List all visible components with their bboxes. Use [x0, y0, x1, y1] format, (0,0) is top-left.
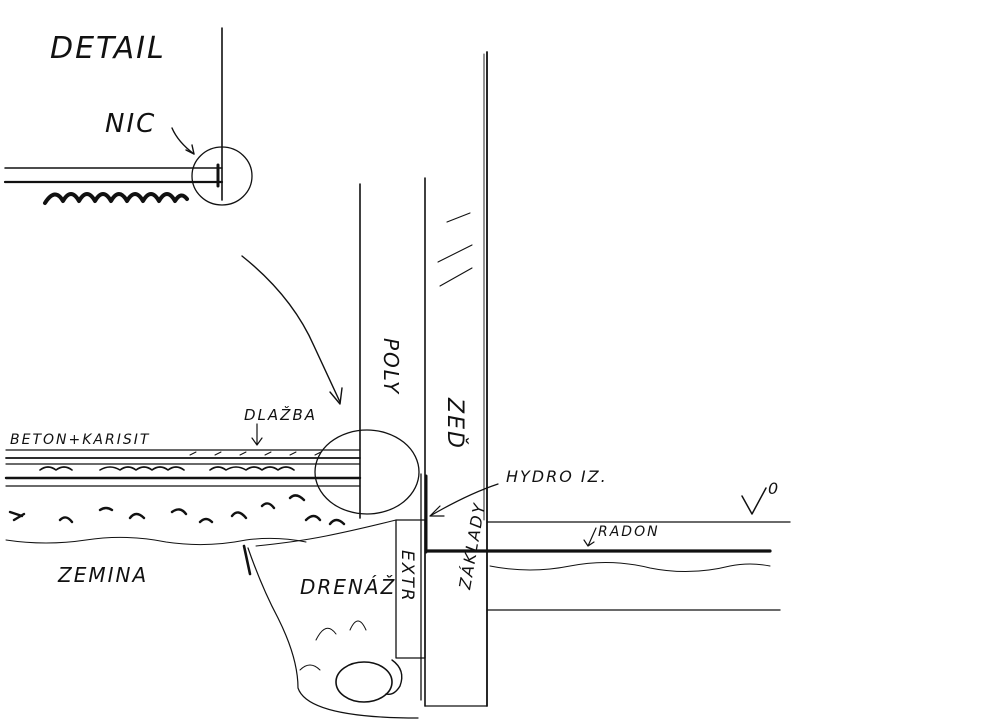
label-drenaz: DRENÁŽ [300, 575, 396, 599]
label-beton: BETON+KARISIT [10, 432, 150, 448]
label-poly: POLY [379, 338, 403, 395]
wall-section: POLY ZEĎ EXTR ZÁKLADY [359, 51, 489, 707]
gravel-marks [8, 494, 346, 526]
extr-insulation-box [395, 519, 426, 659]
wall-hatch [439, 267, 473, 287]
label-hydroiz: HYDRO IZ. [506, 467, 608, 486]
drainage-trench: DRENÁŽ [242, 519, 419, 719]
label-zaklady: ZÁKLADY [455, 500, 489, 591]
detail-inset: DETAIL NIC [3, 27, 253, 206]
dlazba-arrow [251, 423, 263, 446]
wall-hatch [446, 212, 471, 223]
dlazba-ticks [189, 451, 322, 456]
soil-line [5, 536, 307, 546]
hydro-arrow [429, 483, 499, 517]
label-v-sup: 0 [768, 479, 780, 498]
inset-hatch [43, 192, 189, 205]
radon-arrow [583, 527, 597, 547]
level-mark [741, 487, 767, 515]
inset-detail-circle [191, 146, 253, 206]
trench-top [255, 519, 397, 547]
joint-detail-circle [314, 429, 420, 515]
label-dlazba: DLAŽBA [244, 405, 317, 424]
nic-arrow-head [185, 144, 195, 155]
label-zemina: ZEMINA [57, 563, 148, 587]
label-nic: NIC [105, 109, 156, 139]
pointer-arrow-head [329, 387, 343, 405]
nic-arrow [171, 127, 195, 155]
label-extr: EXTR [397, 550, 417, 603]
gravel-layer: ZEMINA [5, 494, 346, 587]
drain-pipe [335, 661, 393, 703]
exterior-soil-line [489, 561, 771, 573]
slab-hatch [39, 466, 295, 471]
trench-edge [242, 544, 252, 576]
trench-outline [247, 547, 419, 719]
drain-pipe-wrap [385, 659, 403, 696]
drainage-stones [299, 620, 367, 671]
label-zed: ZEĎ [442, 397, 468, 450]
label-detail: DETAIL [50, 31, 166, 66]
exterior-section: RADON 0 [424, 479, 791, 707]
label-radon: RADON [598, 524, 660, 540]
wall-hatch [437, 244, 473, 263]
pointer-arrow [241, 255, 341, 403]
floor-slab: DLAŽBA BETON+KARISIT [4, 405, 362, 487]
hydro-arrow-head [429, 505, 445, 517]
